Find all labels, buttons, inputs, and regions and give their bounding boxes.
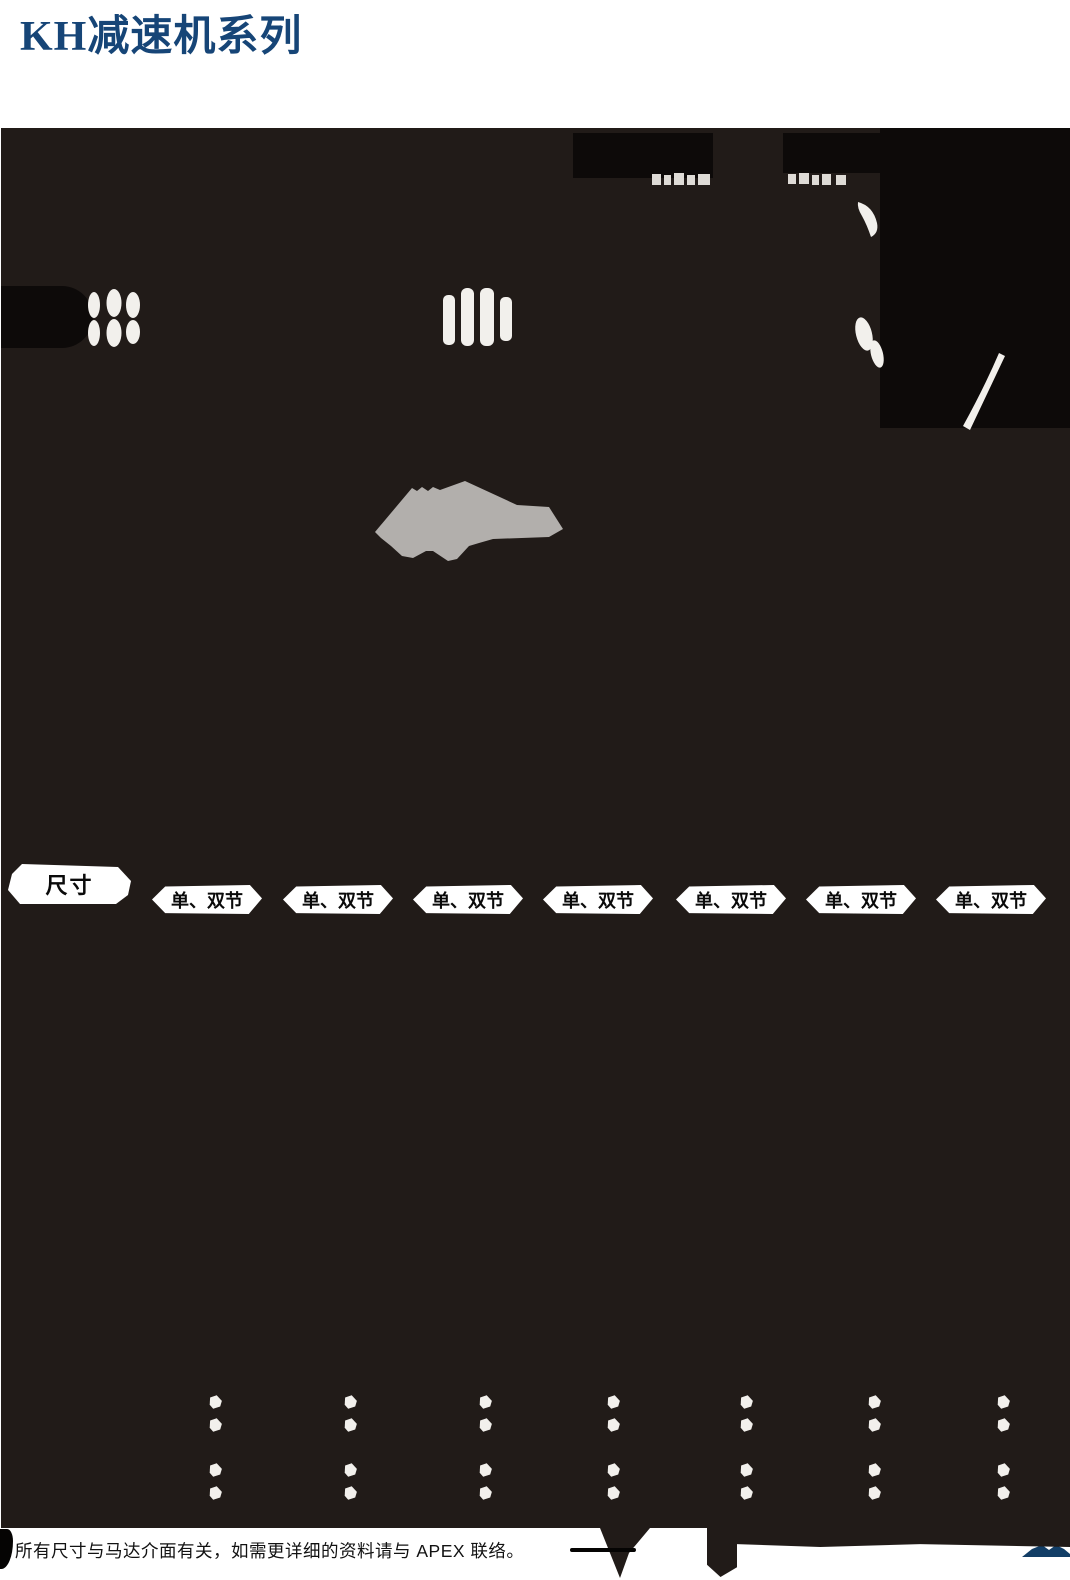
marker-blob-icon [740,1418,753,1432]
marker-blob-icon [607,1486,620,1500]
marker-blob-icon [997,1463,1010,1477]
marker-blob-icon [997,1395,1010,1409]
marker-blob-icon [607,1463,620,1477]
marker-blob-icon [479,1463,492,1477]
marker-blob-icon [344,1463,357,1477]
marker-blob-icon [209,1486,222,1500]
marker-blob-icon [209,1395,222,1409]
marker-blob-icon [868,1418,881,1432]
marker-blob-icon [607,1395,620,1409]
marker-blob-icon [868,1486,881,1500]
footer-disclaimer: 所有尺寸与马达介面有关，如需更详细的资料请与 APEX 联络。 [15,1541,525,1561]
footnote-bullet-icon [0,1529,13,1569]
figure-edge-column [707,1528,737,1577]
stage-badge: 单、双节 [413,885,523,914]
marker-blob-icon [740,1463,753,1477]
marker-blob-icon [209,1418,222,1432]
stage-badge: 单、双节 [543,885,653,914]
marker-blob-icon [344,1395,357,1409]
size-tag: 尺寸 [8,864,131,904]
stage-badge: 单、双节 [806,885,916,914]
marker-blob-icon [479,1486,492,1500]
marker-blob-icon [740,1395,753,1409]
marker-blob-icon [479,1418,492,1432]
callout-box-top-left [573,133,713,178]
footer-dash [570,1548,636,1552]
figure-edge-band [737,1528,1070,1547]
marker-blob-icon [344,1486,357,1500]
marker-blob-icon [344,1418,357,1432]
stage-badge: 单、双节 [283,885,393,914]
marker-blob-icon [868,1463,881,1477]
gearbox-silhouette [880,128,1070,428]
marker-blob-icon [997,1486,1010,1500]
diagram-figure [1,128,1070,1528]
marker-blob-icon [868,1395,881,1409]
size-tag-label: 尺寸 [45,873,94,898]
marker-blob-icon [740,1486,753,1500]
stage-badge: 单、双节 [936,885,1046,914]
marker-blob-icon [997,1418,1010,1432]
marker-blob-icon [607,1418,620,1432]
stage-badge: 单、双节 [676,885,786,914]
shaft-silhouette [1,286,93,348]
marker-blob-icon [479,1395,492,1409]
marker-blob-icon [209,1463,222,1477]
figure-edge-wedge [600,1528,650,1578]
page-title: KH减速机系列 [20,14,303,60]
stage-badge: 单、双节 [152,885,262,914]
